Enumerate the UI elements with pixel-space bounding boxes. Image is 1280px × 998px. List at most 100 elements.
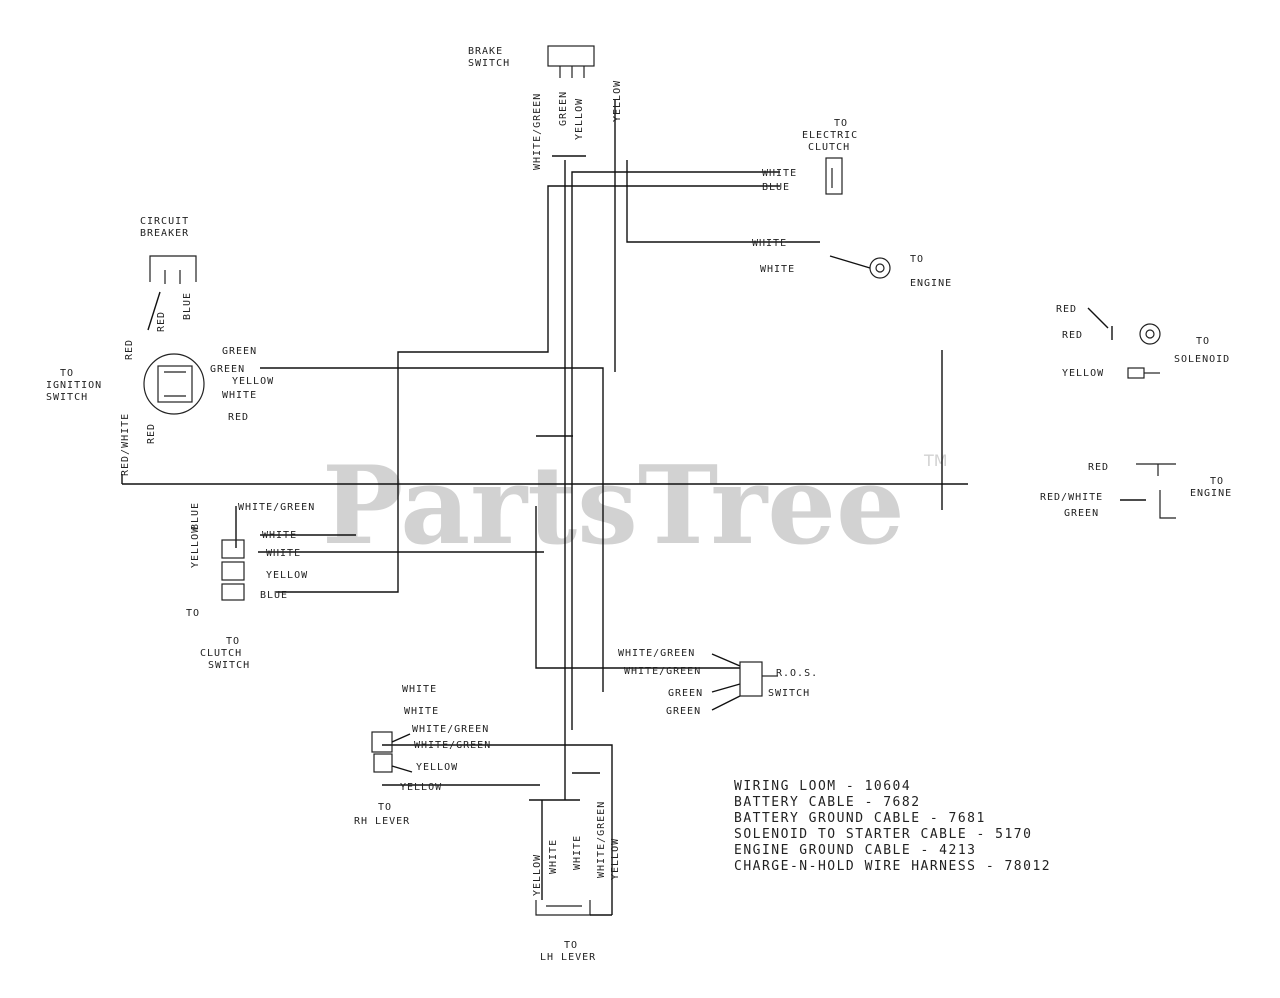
svg-text:RED/WHITE: RED/WHITE xyxy=(1040,492,1103,503)
watermark-brand: PartsTree xyxy=(322,443,905,569)
svg-text:YELLOW: YELLOW xyxy=(612,80,623,122)
electric-clutch-connector: TO ELECTRIC CLUTCH WHITE BLUE xyxy=(762,118,858,195)
svg-text:GREEN: GREEN xyxy=(210,364,245,375)
svg-text:GREEN: GREEN xyxy=(1064,508,1099,519)
note-solenoid-starter-cable: SOLENOID TO STARTER CABLE - 5170 xyxy=(734,827,1032,842)
svg-text:GREEN: GREEN xyxy=(222,346,257,357)
svg-text:TO: TO xyxy=(60,368,74,379)
clutch-switch-connector: WHITE/GREEN WHITE WHITE YELLOW BLUE YELL… xyxy=(186,502,315,671)
svg-text:YELLOW: YELLOW xyxy=(190,526,201,568)
svg-text:SWITCH: SWITCH xyxy=(768,688,810,699)
brake-switch: BRAKE SWITCH WHITE/GREEN GREEN YELLOW YE… xyxy=(468,45,623,170)
svg-text:WHITE: WHITE xyxy=(752,238,787,249)
svg-text:YELLOW: YELLOW xyxy=(532,854,543,896)
svg-text:YELLOW: YELLOW xyxy=(574,98,585,140)
note-engine-ground-cable: ENGINE GROUND CABLE - 4213 xyxy=(734,843,977,858)
svg-text:WHITE: WHITE xyxy=(222,390,257,401)
svg-text:TO: TO xyxy=(564,940,578,951)
svg-text:GREEN: GREEN xyxy=(668,688,703,699)
svg-text:WHITE/GREEN: WHITE/GREEN xyxy=(412,724,489,735)
svg-text:RED: RED xyxy=(1088,462,1109,473)
svg-text:BREAKER: BREAKER xyxy=(140,228,189,239)
circuit-breaker: CIRCUIT BREAKER RED BLUE xyxy=(140,216,197,332)
svg-text:RH LEVER: RH LEVER xyxy=(354,816,410,827)
svg-text:WHITE: WHITE xyxy=(762,168,797,179)
svg-text:TO: TO xyxy=(226,636,240,647)
svg-text:R.O.S.: R.O.S. xyxy=(776,668,818,679)
svg-text:CLUTCH: CLUTCH xyxy=(200,648,242,659)
svg-text:WHITE: WHITE xyxy=(572,835,583,870)
svg-text:TO: TO xyxy=(186,608,200,619)
rh-lever-connector: WHITE WHITE WHITE/GREEN WHITE/GREEN YELL… xyxy=(354,684,491,827)
wire-to-engine xyxy=(626,160,820,243)
engine-terminal-top: WHITE WHITE TO ENGINE xyxy=(752,238,952,289)
svg-text:YELLOW: YELLOW xyxy=(1062,368,1104,379)
svg-text:TO: TO xyxy=(910,254,924,265)
svg-text:YELLOW: YELLOW xyxy=(266,570,308,581)
svg-text:RED/WHITE: RED/WHITE xyxy=(120,413,131,476)
engine-connector-right: RED RED/WHITE GREEN TO ENGINE xyxy=(1040,462,1232,519)
svg-text:WHITE/GREEN: WHITE/GREEN xyxy=(532,93,543,170)
lh-lever-connector: YELLOW WHITE WHITE WHITE/GREEN YELLOW TO… xyxy=(532,801,621,963)
svg-text:RED: RED xyxy=(1062,330,1083,341)
ignition-switch: TO IGNITION SWITCH RED GREEN GREEN YELLO… xyxy=(46,339,274,476)
svg-text:WHITE: WHITE xyxy=(402,684,437,695)
wire-ros-1 xyxy=(535,506,740,669)
svg-text:RED: RED xyxy=(1056,304,1077,315)
svg-text:BLUE: BLUE xyxy=(260,590,288,601)
wire-rh-white-green xyxy=(382,744,613,915)
svg-text:TO: TO xyxy=(1210,476,1224,487)
svg-text:WHITE/GREEN: WHITE/GREEN xyxy=(618,648,695,659)
svg-text:WHITE: WHITE xyxy=(404,706,439,717)
parts-notes: WIRING LOOM - 10604 BATTERY CABLE - 7682… xyxy=(734,779,1050,874)
svg-text:WHITE: WHITE xyxy=(548,839,559,874)
svg-text:ENGINE: ENGINE xyxy=(910,278,952,289)
svg-text:WHITE: WHITE xyxy=(760,264,795,275)
harness-wires xyxy=(121,100,968,915)
svg-text:WHITE/GREEN: WHITE/GREEN xyxy=(414,740,491,751)
note-wiring-loom: WIRING LOOM - 10604 xyxy=(734,779,911,794)
svg-text:CIRCUIT: CIRCUIT xyxy=(140,216,189,227)
svg-text:GREEN: GREEN xyxy=(558,91,569,126)
svg-text:SOLENOID: SOLENOID xyxy=(1174,354,1230,365)
svg-text:ELECTRIC: ELECTRIC xyxy=(802,130,858,141)
svg-text:GREEN: GREEN xyxy=(666,706,701,717)
watermark-tm: TM xyxy=(923,451,948,470)
svg-text:IGNITION: IGNITION xyxy=(46,380,102,391)
svg-text:WHITE/GREEN: WHITE/GREEN xyxy=(238,502,315,513)
svg-text:WHITE: WHITE xyxy=(266,548,301,559)
note-battery-cable: BATTERY CABLE - 7682 xyxy=(734,795,921,810)
svg-text:BLUE: BLUE xyxy=(762,182,790,193)
svg-text:RED: RED xyxy=(146,423,157,444)
wire-to-clutch-1 xyxy=(571,171,780,730)
svg-text:RED: RED xyxy=(124,339,135,360)
ros-switch: WHITE/GREEN WHITE/GREEN GREEN GREEN R.O.… xyxy=(618,648,818,717)
svg-text:SWITCH: SWITCH xyxy=(46,392,88,403)
svg-text:SWITCH: SWITCH xyxy=(468,58,510,69)
svg-text:BRAKE: BRAKE xyxy=(468,46,503,57)
svg-text:BLUE: BLUE xyxy=(182,292,193,320)
svg-text:YELLOW: YELLOW xyxy=(400,782,442,793)
solenoid-terminal: RED RED TO SOLENOID YELLOW xyxy=(1056,304,1230,379)
svg-text:LH LEVER: LH LEVER xyxy=(540,952,596,963)
svg-text:TO: TO xyxy=(1196,336,1210,347)
svg-text:WHITE/GREEN: WHITE/GREEN xyxy=(624,666,701,677)
svg-text:ENGINE: ENGINE xyxy=(1190,488,1232,499)
svg-text:SWITCH: SWITCH xyxy=(208,660,250,671)
svg-text:RED: RED xyxy=(156,311,167,332)
svg-text:YELLOW: YELLOW xyxy=(416,762,458,773)
svg-text:CLUTCH: CLUTCH xyxy=(808,142,850,153)
svg-text:YELLOW: YELLOW xyxy=(232,376,274,387)
note-battery-ground-cable: BATTERY GROUND CABLE - 7681 xyxy=(734,811,986,826)
svg-text:YELLOW: YELLOW xyxy=(610,838,621,880)
svg-text:WHITE/GREEN: WHITE/GREEN xyxy=(596,801,607,878)
svg-text:TO: TO xyxy=(378,802,392,813)
svg-text:WHITE: WHITE xyxy=(262,530,297,541)
svg-text:RED: RED xyxy=(228,412,249,423)
wire-ignition-green xyxy=(260,367,604,692)
wire-to-clutch-2 xyxy=(276,185,780,593)
svg-text:TO: TO xyxy=(834,118,848,129)
svg-text:BLUE: BLUE xyxy=(190,502,201,530)
